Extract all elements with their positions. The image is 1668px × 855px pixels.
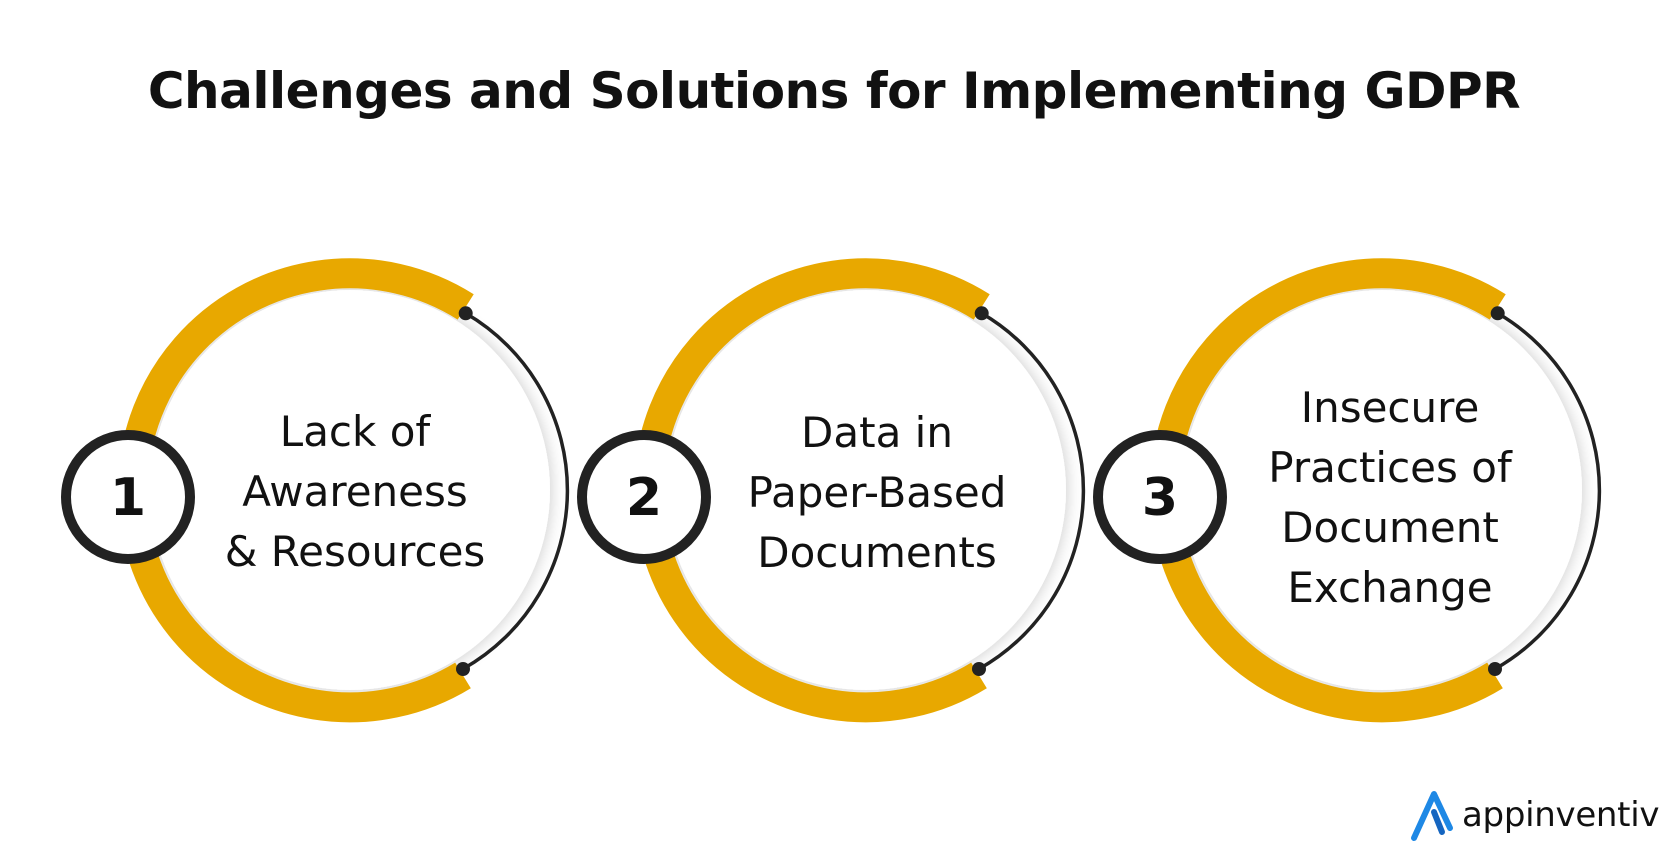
step-2-connector-arc [978, 311, 1086, 671]
step-3-label-line: Practices of [1268, 443, 1512, 492]
step-2-label-line: Documents [757, 528, 997, 577]
step-1-label-line: Awareness [242, 467, 468, 516]
step-3-number-badge [1093, 430, 1227, 564]
step-1-number-badge [61, 430, 195, 564]
step-1-connector-dot-bottom [456, 662, 470, 676]
step-2-label-line: Data in [801, 408, 953, 457]
step-3-connector-dot-bottom [1488, 662, 1502, 676]
page-title: Challenges and Solutions for Implementin… [147, 62, 1521, 120]
step-1-label-line: Lack of [279, 407, 431, 456]
step-3-connector-dot-top [1490, 306, 1505, 321]
step-2-number-badge [577, 430, 711, 564]
appinventiv-logo-icon [1411, 791, 1453, 841]
step-2-label: Data in Paper-Based Documents [717, 403, 1037, 583]
step-3-label-line: Document [1281, 503, 1499, 552]
step-3-number: 3 [1142, 468, 1178, 528]
step-1-card [150, 290, 550, 690]
step-2-connector-dot-top [974, 306, 989, 321]
step-1-connector-arc [462, 311, 570, 671]
step-2: 2 [577, 258, 1086, 723]
brand-logo: appinventiv [1408, 787, 1659, 843]
step-3-card [1182, 290, 1582, 690]
step-1: 1 [61, 258, 570, 723]
step-2-label-line: Paper-Based [747, 468, 1007, 517]
step-2-card [666, 290, 1066, 690]
step-3-label: Insecure Practices of Document Exchange [1230, 378, 1550, 618]
step-2-number: 2 [626, 468, 662, 528]
step-3-label-line: Insecure [1300, 383, 1480, 432]
step-1-label: Lack of Awareness & Resources [195, 402, 515, 582]
step-1-label-line: & Resources [224, 527, 486, 576]
step-3-label-line: Exchange [1287, 563, 1493, 612]
step-2-connector-dot-bottom [972, 662, 986, 676]
step-1-connector-dot-top [458, 306, 473, 321]
step-1-number: 1 [110, 468, 146, 528]
brand-logo-text: appinventiv [1462, 795, 1660, 835]
step-3-connector-arc [1494, 311, 1602, 671]
step-3: 3 [1093, 258, 1602, 723]
